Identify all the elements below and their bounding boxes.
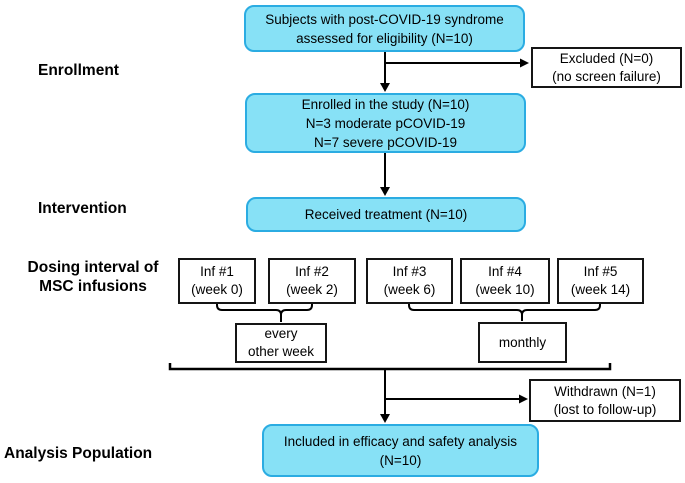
box-monthly: monthly xyxy=(478,322,567,363)
box-infusion-5: Inf #5 (week 14) xyxy=(557,258,644,304)
box-infusion-4: Inf #4 (week 10) xyxy=(460,258,550,304)
box-infusion-3: Inf #3 (week 6) xyxy=(366,258,453,304)
box-treatment: Received treatment (N=10) xyxy=(246,197,526,232)
box-enrolled: Enrolled in the study (N=10) N=3 moderat… xyxy=(245,93,526,153)
bracket-biweekly xyxy=(216,303,313,322)
every-other-week-line1: every xyxy=(264,326,298,341)
box-excluded: Excluded (N=0) (no screen failure) xyxy=(531,47,682,88)
gather-line xyxy=(168,363,612,371)
excluded-line2: (no screen failure) xyxy=(552,68,661,84)
treatment-line1: Received treatment (N=10) xyxy=(304,207,468,222)
every-other-week-line2: other week xyxy=(247,344,315,359)
enrolled-line1: Enrolled in the study (N=10) xyxy=(301,96,470,112)
infusion-3-name: Inf #3 xyxy=(392,264,427,279)
withdrawn-line1: Withdrawn (N=1) xyxy=(554,383,656,399)
infusion-2-name: Inf #2 xyxy=(295,264,329,279)
infusion-1-name: Inf #1 xyxy=(200,264,234,279)
box-included: Included in efficacy and safety analysis… xyxy=(262,424,539,477)
included-line2: (N=10) xyxy=(379,452,422,468)
infusion-2-week: (week 2) xyxy=(286,282,338,297)
eligibility-line2: assessed for eligibility (N=10) xyxy=(296,30,473,46)
included-line1: Included in efficacy and safety analysis xyxy=(283,433,518,449)
dosing-label-line2: MSC infusions xyxy=(39,278,147,295)
excluded-line1: Excluded (N=0) xyxy=(559,50,654,66)
eligibility-line1: Subjects with post-COVID-19 syndrome xyxy=(265,11,504,27)
box-withdrawn: Withdrawn (N=1) (lost to follow-up) xyxy=(529,379,681,422)
infusion-4-week: (week 10) xyxy=(475,282,535,297)
box-infusion-1: Inf #1 (week 0) xyxy=(178,258,256,304)
infusion-5-name: Inf #5 xyxy=(583,264,618,279)
infusion-5-week: (week 14) xyxy=(570,282,631,297)
monthly-line1: monthly xyxy=(498,334,547,350)
arrowhead-included xyxy=(380,414,390,423)
stage-label-intervention: Intervention xyxy=(38,200,127,217)
infusion-4-name: Inf #4 xyxy=(488,264,522,279)
stage-label-dosing-interval: Dosing interval of MSC infusions xyxy=(8,258,178,296)
stage-label-analysis-population: Analysis Population xyxy=(4,445,153,462)
infusion-3-week: (week 6) xyxy=(383,282,436,297)
enrolled-line3: N=7 severe pCOVID-19 xyxy=(314,134,457,150)
arrowhead-withdrawn xyxy=(519,394,528,404)
box-eligibility: Subjects with post-COVID-19 syndrome ass… xyxy=(244,5,525,52)
withdrawn-line2: (lost to follow-up) xyxy=(553,401,657,417)
arrowhead-excluded xyxy=(520,58,529,68)
infusion-1-week: (week 0) xyxy=(191,282,243,297)
enrolled-line2: N=3 moderate pCOVID-19 xyxy=(305,115,466,131)
stage-label-enrollment: Enrollment xyxy=(38,62,119,79)
bracket-monthly xyxy=(408,303,601,321)
box-every-other-week: every other week xyxy=(235,323,327,363)
arrowhead-enrolled xyxy=(380,83,390,92)
dosing-label-line1: Dosing interval of xyxy=(27,259,159,276)
arrowhead-treatment xyxy=(380,187,390,196)
box-infusion-2: Inf #2 (week 2) xyxy=(268,258,356,304)
